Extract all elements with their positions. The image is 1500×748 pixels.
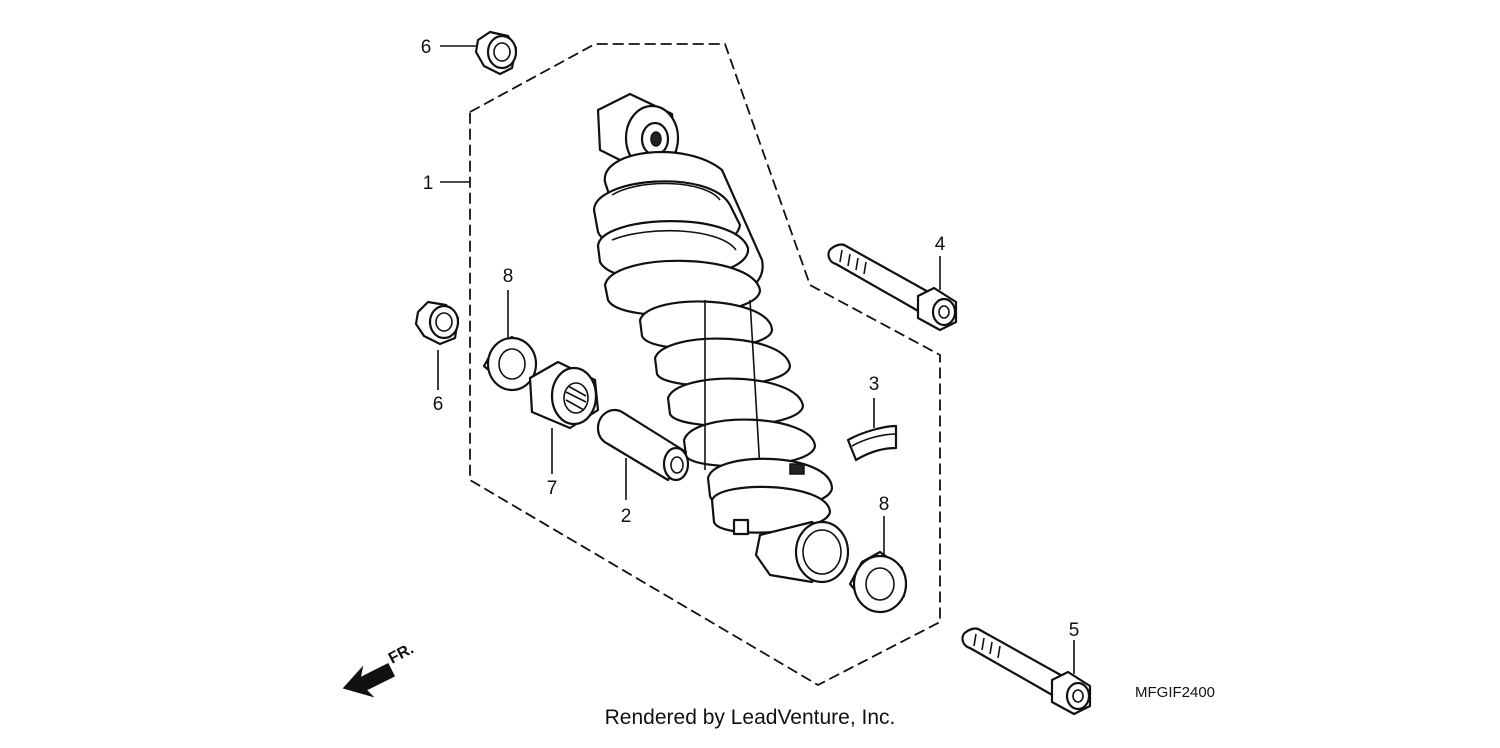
callout-6-top: 6 [421, 37, 432, 58]
callout-4: 4 [935, 234, 946, 255]
front-arrow-icon: FR. [342, 640, 417, 698]
callout-3: 3 [869, 374, 880, 395]
front-indicator-label: FR. [386, 640, 417, 667]
footer-credit: Rendered by LeadVenture, Inc. [604, 706, 896, 729]
callout-7: 7 [547, 478, 558, 499]
shock-absorber[interactable] [592, 92, 850, 584]
bolt-upper[interactable] [827, 243, 958, 332]
callout-6-left: 6 [433, 394, 444, 415]
collar[interactable] [596, 408, 690, 482]
callout-1: 1 [423, 173, 434, 194]
nut-left[interactable] [414, 300, 460, 346]
callout-2: 2 [621, 506, 632, 527]
callout-5: 5 [1069, 620, 1080, 641]
assembly-boundary [469, 43, 941, 687]
dust-seal-left[interactable] [482, 335, 538, 392]
needle-bearing[interactable] [528, 360, 600, 430]
nut-top[interactable] [474, 30, 518, 76]
caution-label[interactable] [846, 424, 898, 462]
callout-8-left: 8 [503, 266, 514, 287]
dust-seal-right[interactable] [848, 550, 908, 614]
diagram-code: MFGIF2400 [1135, 684, 1216, 701]
callout-8-right: 8 [879, 494, 890, 515]
bolt-lower[interactable] [961, 627, 1092, 716]
